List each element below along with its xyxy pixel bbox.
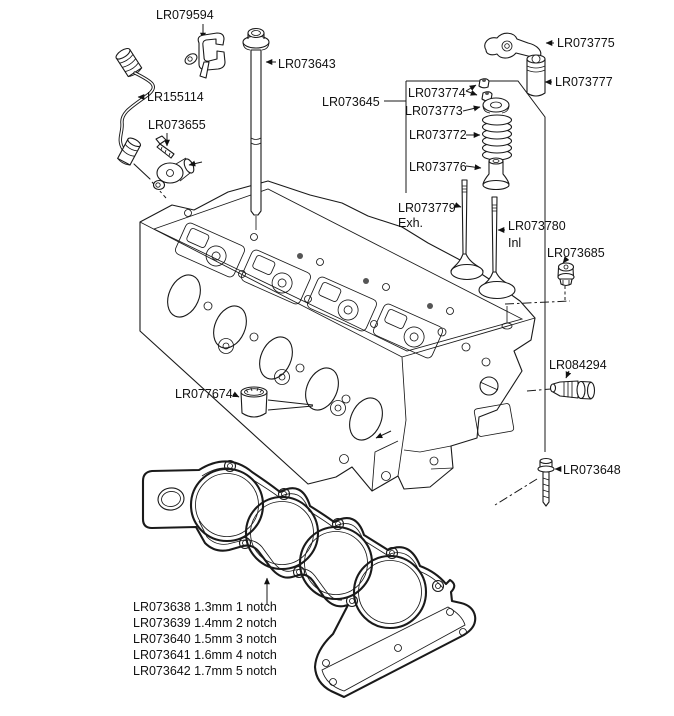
cam-pocket-4	[373, 303, 443, 359]
part-label-bolt[interactable]: LR073648	[563, 463, 621, 477]
part-cam-sensor	[152, 133, 203, 191]
location-arrow	[375, 430, 392, 439]
part-label-exhaust-valve[interactable]: LR073779	[398, 201, 456, 215]
cylinder-bores	[189, 467, 428, 630]
part-label-tappet[interactable]: LR073777	[555, 75, 613, 89]
head-gasket-drawing	[141, 459, 477, 699]
part-blanking-plug	[504, 256, 575, 305]
part-label-cup-plug[interactable]: LR077674	[175, 387, 233, 401]
gasket-bolt-holes	[223, 459, 467, 686]
part-clip	[184, 24, 226, 79]
part-label-position-sensor[interactable]: LR084294	[549, 358, 607, 372]
gasket-option-3[interactable]: LR073640 1.5mm 3 notch	[133, 632, 277, 646]
part-spring-retainer	[462, 97, 510, 114]
part-tappet	[526, 54, 552, 97]
part-label-rocker-arm[interactable]: LR073775	[557, 36, 615, 50]
part-bolt	[494, 457, 562, 507]
intake-ports	[167, 274, 383, 441]
cam-pocket-1	[175, 222, 245, 278]
part-label-cam-sensor[interactable]: LR073655	[148, 118, 206, 132]
part-cup-plug	[232, 386, 314, 418]
part-label-inlet-valve-note: Inl	[508, 236, 521, 250]
part-label-exhaust-valve-note: Exh.	[398, 216, 423, 230]
part-label-valve-spring[interactable]: LR073772	[409, 128, 467, 142]
gasket-option-1[interactable]: LR073638 1.3mm 1 notch	[133, 600, 277, 614]
part-label-spring-retainer[interactable]: LR073773	[405, 104, 463, 118]
part-head-bolt	[242, 27, 276, 230]
gasket-option-2[interactable]: LR073639 1.4mm 2 notch	[133, 616, 277, 630]
part-inlet-valve	[478, 196, 516, 300]
gasket-option-5[interactable]: LR073642 1.7mm 5 notch	[133, 664, 277, 678]
head-end-face	[437, 306, 515, 437]
part-label-blanking-plug[interactable]: LR073685	[547, 246, 605, 260]
cam-pocket-2	[241, 249, 311, 305]
gasket-options-list: LR073638 1.3mm 1 notch LR073639 1.4mm 2 …	[133, 577, 277, 678]
part-label-head-bolt[interactable]: LR073643	[278, 57, 336, 71]
part-stem-seal	[465, 157, 510, 191]
cylinder-head-drawing	[139, 180, 536, 492]
gasket-option-4[interactable]: LR073641 1.6mm 4 notch	[133, 648, 277, 662]
part-label-clip[interactable]: LR079594	[156, 8, 214, 22]
part-exhaust-valve	[450, 179, 484, 281]
cam-pocket-3	[307, 276, 377, 332]
deck-bolt-holes	[184, 209, 454, 328]
part-label-stem-seal[interactable]: LR073776	[409, 160, 467, 174]
part-label-inlet-valve[interactable]: LR073780	[508, 219, 566, 233]
valve-kit-box	[405, 80, 546, 452]
part-label-collets[interactable]: LR073774	[408, 86, 466, 100]
part-label-valve-kit[interactable]: LR073645	[322, 95, 380, 109]
head-mounting-legs	[339, 440, 454, 492]
part-position-sensor	[526, 370, 596, 400]
part-label-harness[interactable]: LR155114	[147, 90, 204, 104]
part-valve-spring	[466, 114, 513, 161]
